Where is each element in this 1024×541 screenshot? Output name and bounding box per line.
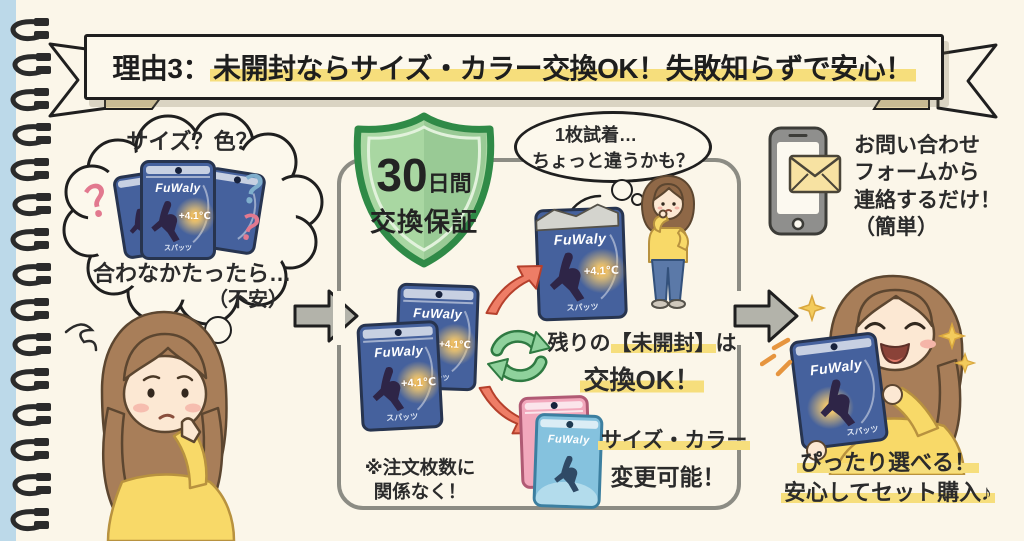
sparkle-icon [954,352,976,374]
shield-text: 30日間 交換保証 [346,152,502,239]
package-hang-hole [175,166,182,174]
package-temp: +4.1℃ [438,338,472,351]
exchange-text: 残りの【未開封】は 交換OK！ [545,327,739,397]
girl-illustration [641,175,695,309]
torn-flap-icon [535,203,620,232]
banner-title-prefix: 理由3： [112,53,210,84]
legs-silhouette-icon [820,379,855,427]
legs-silhouette-icon [372,366,404,411]
thought-bubble: サイズ？色？ FuWaly +4.1℃ スパッツ ？ ？ ？ 合わなかたったら…… [56,110,328,328]
envelope-icon [788,154,842,194]
exchange-post: は [715,332,737,355]
speech-trail-dot [611,179,633,201]
order-note-line1: ※注文枚数に [364,457,476,478]
contact-line3: 連絡するだけ！ [854,188,1001,212]
emphasis-dashes-icon [760,337,793,377]
contact-line4: （簡単） [854,215,938,239]
product-package: FuWaly +4.1℃ スパッツ [140,160,216,260]
legs-silhouette-icon [553,456,579,493]
package-hang-hole [566,420,574,428]
cyan-package: FuWaly [532,412,604,510]
thought-title: サイズ？色？ [126,129,258,154]
thought-line1: 合わなかたったら… [92,261,291,286]
legs-silhouette-icon [549,252,585,302]
speech-line1: 1枚試着… [555,125,638,145]
package-brand: FuWaly [547,433,590,447]
banner-ribbon: 理由3：未開封ならサイズ・カラー交換OK！失敗知らずで安心！ [84,34,944,100]
sparkle-icon [798,294,826,322]
shield-label: 交換保証 [369,207,478,237]
package-temp: +4.1℃ [178,211,211,223]
shield-icon [353,112,495,268]
result-line1: ぴったり選べる！ [796,450,979,475]
contact-line2: フォームから [854,161,980,185]
opened-package: FuWaly +4.1℃ スパッツ [534,203,628,322]
sparkle-icon [938,322,966,350]
hand [882,384,903,405]
contact-line1: お問い合わせ [854,134,980,157]
package-zip-line [145,176,211,179]
curved-arrow-red-up-icon [485,264,543,315]
package-label: スパッツ [164,245,192,253]
confusion-squiggle-icon [64,323,98,352]
banner-title: 理由3：未開封ならサイズ・カラー交換OK！失敗知らずで安心！ [112,47,916,87]
change-line2: 変更可能！ [610,464,726,490]
shield-days: 30 [376,149,428,201]
result-line2: 安心してセット購入♪ [780,479,996,505]
shield-days-unit: 日間 [427,171,472,196]
exchange-ok: 交換OK！ [580,365,704,395]
order-note-line2: 関係なく！ [373,481,467,503]
box-border-gap [333,291,345,345]
worried-woman-illustration [64,310,236,541]
banner-title-highlight: 未開封ならサイズ・カラー交換OK！失敗知らずで安心！ [209,53,916,84]
exchange-highlight: 【未開封】 [610,332,716,355]
product-package: FuWaly +4.1℃ スパッツ [356,319,444,433]
change-line1: サイズ・カラー [598,429,751,452]
package-temp-badge: +4.1℃ [174,196,216,237]
package-label: スパッツ [566,302,599,313]
speech-line2: ちょっと違うかも？ [532,151,694,171]
exchange-pre: 残りの [547,332,611,355]
notebook-edge-strip [0,0,16,541]
package-brand: FuWaly [155,180,201,195]
order-note: ※注文枚数に 関係なく！ [346,456,494,504]
arrow-right-icon [733,289,799,343]
change-text: サイズ・カラー 変更可能！ [598,424,751,492]
legs-silhouette-icon [151,200,180,242]
contact-text: お問い合わせ フォームから 連絡するだけ！ （簡単） [854,132,1018,241]
recycle-exchange-icon [487,329,551,383]
result-text: ぴったり選べる！ 安心してセット購入♪ [762,448,1014,507]
phone-icon [768,126,842,236]
package-brand: FuWaly [413,305,463,322]
package-brand: FuWaly [553,230,607,249]
held-package: FuWaly スパッツ [788,331,890,451]
thought-line2: （不安） [208,289,288,311]
